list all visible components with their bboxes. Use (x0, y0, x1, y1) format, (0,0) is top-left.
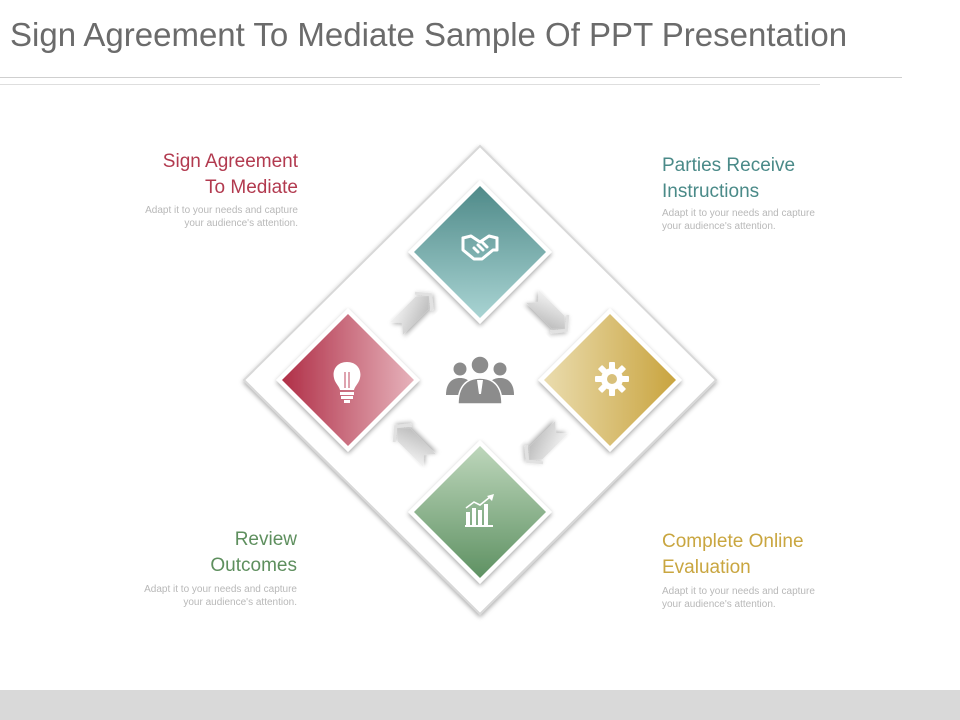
arrow-gold-to-green (524, 421, 568, 465)
handshake-icon (461, 234, 499, 261)
gear-icon (595, 362, 629, 396)
bar-chart-icon (465, 494, 494, 527)
heading-review-outcomes: Review Outcomes (210, 529, 297, 576)
desc-review-outcomes: Adapt it to your needs and capture your … (144, 584, 297, 608)
arrow-teal-to-gold (526, 290, 570, 334)
slide-title: Sign Agreement To Mediate Sample Of PPT … (10, 16, 848, 53)
arrow-red-to-teal (390, 291, 434, 335)
heading-sign-agreement: Sign Agreement To Mediate (162, 151, 298, 198)
lightbulb-icon (333, 362, 361, 403)
desc-parties-receive: Adapt it to your needs and capture your … (662, 208, 815, 232)
desc-complete-evaluation: Adapt it to your needs and capture your … (662, 586, 815, 610)
people-group-icon (446, 355, 514, 405)
diamond-parties-receive (408, 180, 552, 324)
heading-complete-evaluation: Complete Online Evaluation (662, 531, 804, 578)
desc-sign-agreement: Adapt it to your needs and capture your … (145, 205, 298, 229)
title-divider-secondary (0, 84, 820, 85)
title-divider (0, 77, 902, 78)
footer-bar (0, 690, 960, 720)
heading-parties-receive: Parties Receive Instructions (662, 155, 796, 202)
arrow-green-to-red (392, 423, 436, 467)
